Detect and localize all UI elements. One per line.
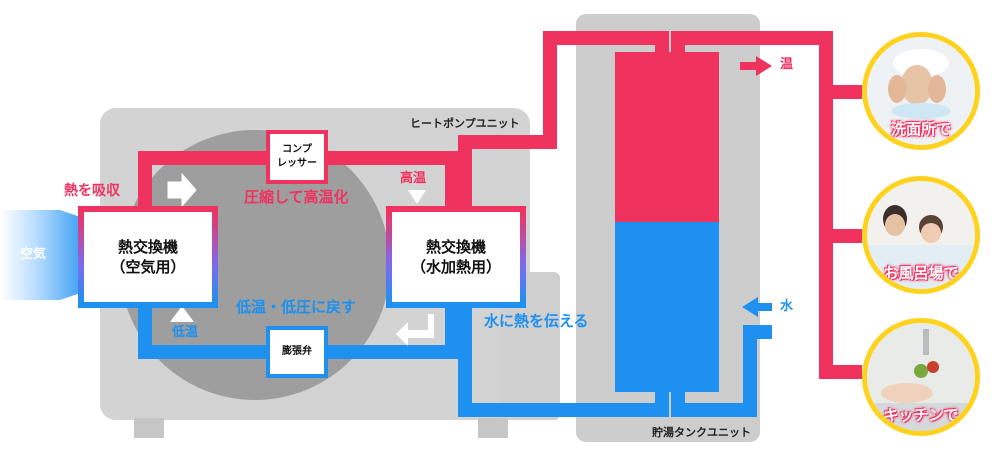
- tank-unit-title: 貯湯タンクユニット: [652, 426, 751, 439]
- condenser-line1: 熱交換機: [425, 237, 486, 256]
- evaporator-line1: 熱交換機: [117, 237, 178, 256]
- condenser-line2: （水加熱用）: [410, 258, 501, 276]
- hot-pipe-compressor-right: [322, 151, 459, 212]
- use-bath-label: お風呂場で: [883, 264, 959, 282]
- expansion-valve-box: 膨張弁: [266, 326, 328, 378]
- use-kitchen: キッチンで: [862, 318, 980, 436]
- transfer-to-water-label: 水に熱を伝える: [484, 312, 589, 330]
- condenser-heat-exchanger: 熱交換機 （水加熱用）: [386, 206, 526, 308]
- arrow-absorb-right-icon: [167, 172, 197, 208]
- compressor-line2: レッサー: [277, 158, 317, 169]
- washbasin-photo-icon: [867, 37, 975, 145]
- use-washbasin-label: 洗面所で: [890, 120, 951, 138]
- heat-pump-foot-left: [134, 418, 164, 438]
- air-label: 空気: [20, 247, 47, 262]
- use-kitchen-label: キッチンで: [883, 406, 959, 424]
- absorb-heat-label: 熱を吸収: [64, 183, 120, 199]
- use-bath: お風呂場で: [862, 176, 980, 294]
- low-temp-label: 低温: [172, 325, 199, 340]
- tank-hot-section: [615, 52, 719, 222]
- expansion-valve-label: 膨張弁: [282, 346, 312, 357]
- hot-pipe-compressor-left: [138, 151, 272, 212]
- cold-pipe-valve-left: [138, 300, 272, 359]
- cold-water-inlet-pipe: [671, 325, 772, 417]
- hot-water-pipe-to-tank: [458, 31, 669, 212]
- high-temp-label: 高温: [400, 171, 427, 186]
- bath-photo-icon: [867, 181, 975, 289]
- cold-pipe-valve-right: [322, 300, 459, 359]
- heat-pump-unit-title: ヒートポンプユニット: [410, 117, 520, 130]
- heat-pump-unit-side: [500, 272, 560, 420]
- evaporator-line2: （空気用）: [110, 258, 186, 276]
- heat-pump-foot-right: [478, 418, 508, 438]
- kitchen-photo-icon: [867, 323, 975, 431]
- cold-water-pipe-from-tank: [458, 300, 669, 417]
- evaporator-heat-exchanger: 熱交換機 （空気用）: [78, 206, 218, 308]
- hot-out-label: 温: [780, 57, 794, 72]
- compressor-box: コンプ レッサー: [266, 130, 328, 184]
- compressor-line1: コンプ: [282, 144, 312, 155]
- air-intake: [0, 210, 95, 300]
- return-low-label: 低温・低圧に戻す: [236, 298, 357, 316]
- arrow-return-left-icon: [396, 314, 434, 346]
- arrow-low-temp-up-icon: [170, 306, 194, 322]
- arrow-hot-out-icon: [740, 56, 772, 76]
- tank-cold-section: [615, 222, 719, 392]
- arrow-high-temp-down-icon: [408, 190, 426, 204]
- use-washbasin: 洗面所で: [862, 32, 980, 150]
- hot-water-outlet-pipe: [671, 31, 862, 379]
- water-in-label: 水: [780, 299, 794, 314]
- arrow-water-in-icon: [742, 297, 772, 317]
- compress-label: 圧縮して高温化: [244, 188, 349, 206]
